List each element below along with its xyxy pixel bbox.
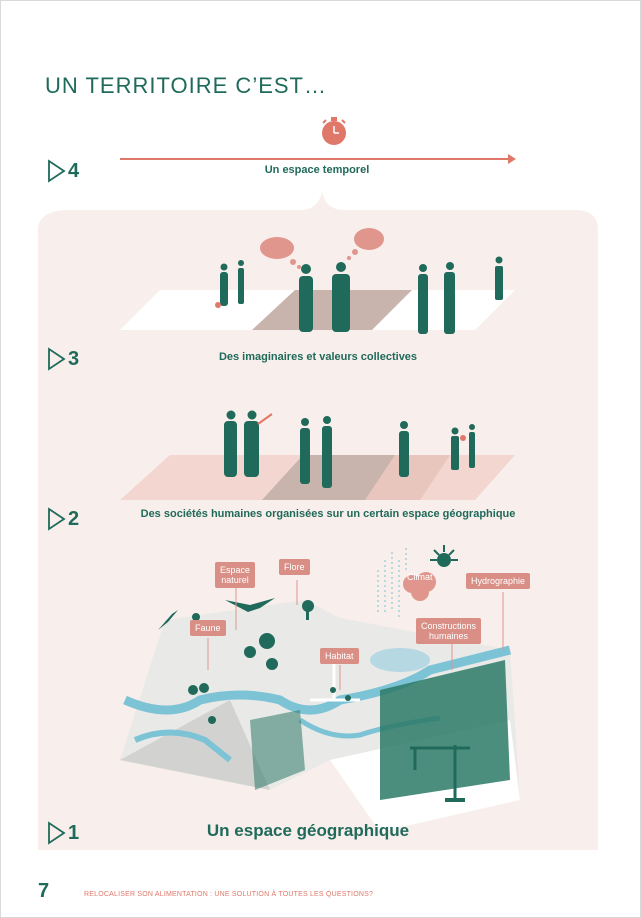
step-marker-4-icon [48, 159, 66, 183]
label-habitat: Habitat [320, 648, 359, 664]
geographic-map [120, 600, 520, 832]
step-number-4: 4 [68, 160, 80, 182]
label-flore: Flore [279, 559, 310, 575]
step-marker-3-icon [48, 347, 66, 371]
label-hydrographie: Hydrographie [466, 573, 531, 589]
sun-icon [430, 545, 458, 567]
page-number: 7 [38, 880, 50, 902]
climate-cloud-icon [403, 572, 436, 601]
label-espace-naturel: Espace naturel [215, 562, 256, 588]
step-marker-1-icon [48, 821, 66, 845]
rain-lines [377, 548, 407, 618]
people-level-2 [224, 410, 475, 488]
footer-text: RELOCALISER SON ALIMENTATION : UNE SOLUT… [84, 891, 374, 898]
timeline-arrowhead [508, 154, 516, 164]
caption-step-4: Un espace temporel [264, 164, 370, 176]
thought-bubble-right [347, 228, 384, 260]
label-faune: Faune [190, 620, 226, 636]
clock-icon [322, 117, 346, 145]
thought-bubble-left [260, 237, 301, 269]
caption-step-1: Un espace géographique [206, 821, 410, 840]
people-level-3 [220, 256, 503, 334]
caption-step-3: Des imaginaires et valeurs collectives [218, 351, 418, 363]
label-climat: Climat [407, 572, 433, 582]
bird-icon [158, 610, 178, 630]
step-number-3: 3 [68, 348, 80, 370]
page-title: UN TERRITOIRE C’EST… [45, 73, 327, 98]
crane-icon [410, 745, 470, 800]
caption-step-2: Des sociétés humaines organisées sur un … [140, 508, 516, 520]
frog-icon [192, 613, 200, 621]
step-number-2: 2 [68, 508, 80, 530]
step-marker-2-icon [48, 507, 66, 531]
map-vegetation [188, 600, 351, 724]
eagle-icon [225, 598, 275, 612]
step-number-1: 1 [68, 822, 80, 844]
label-constructions-humaines: Constructions humaines [416, 618, 482, 644]
label-leaders [207, 580, 504, 690]
